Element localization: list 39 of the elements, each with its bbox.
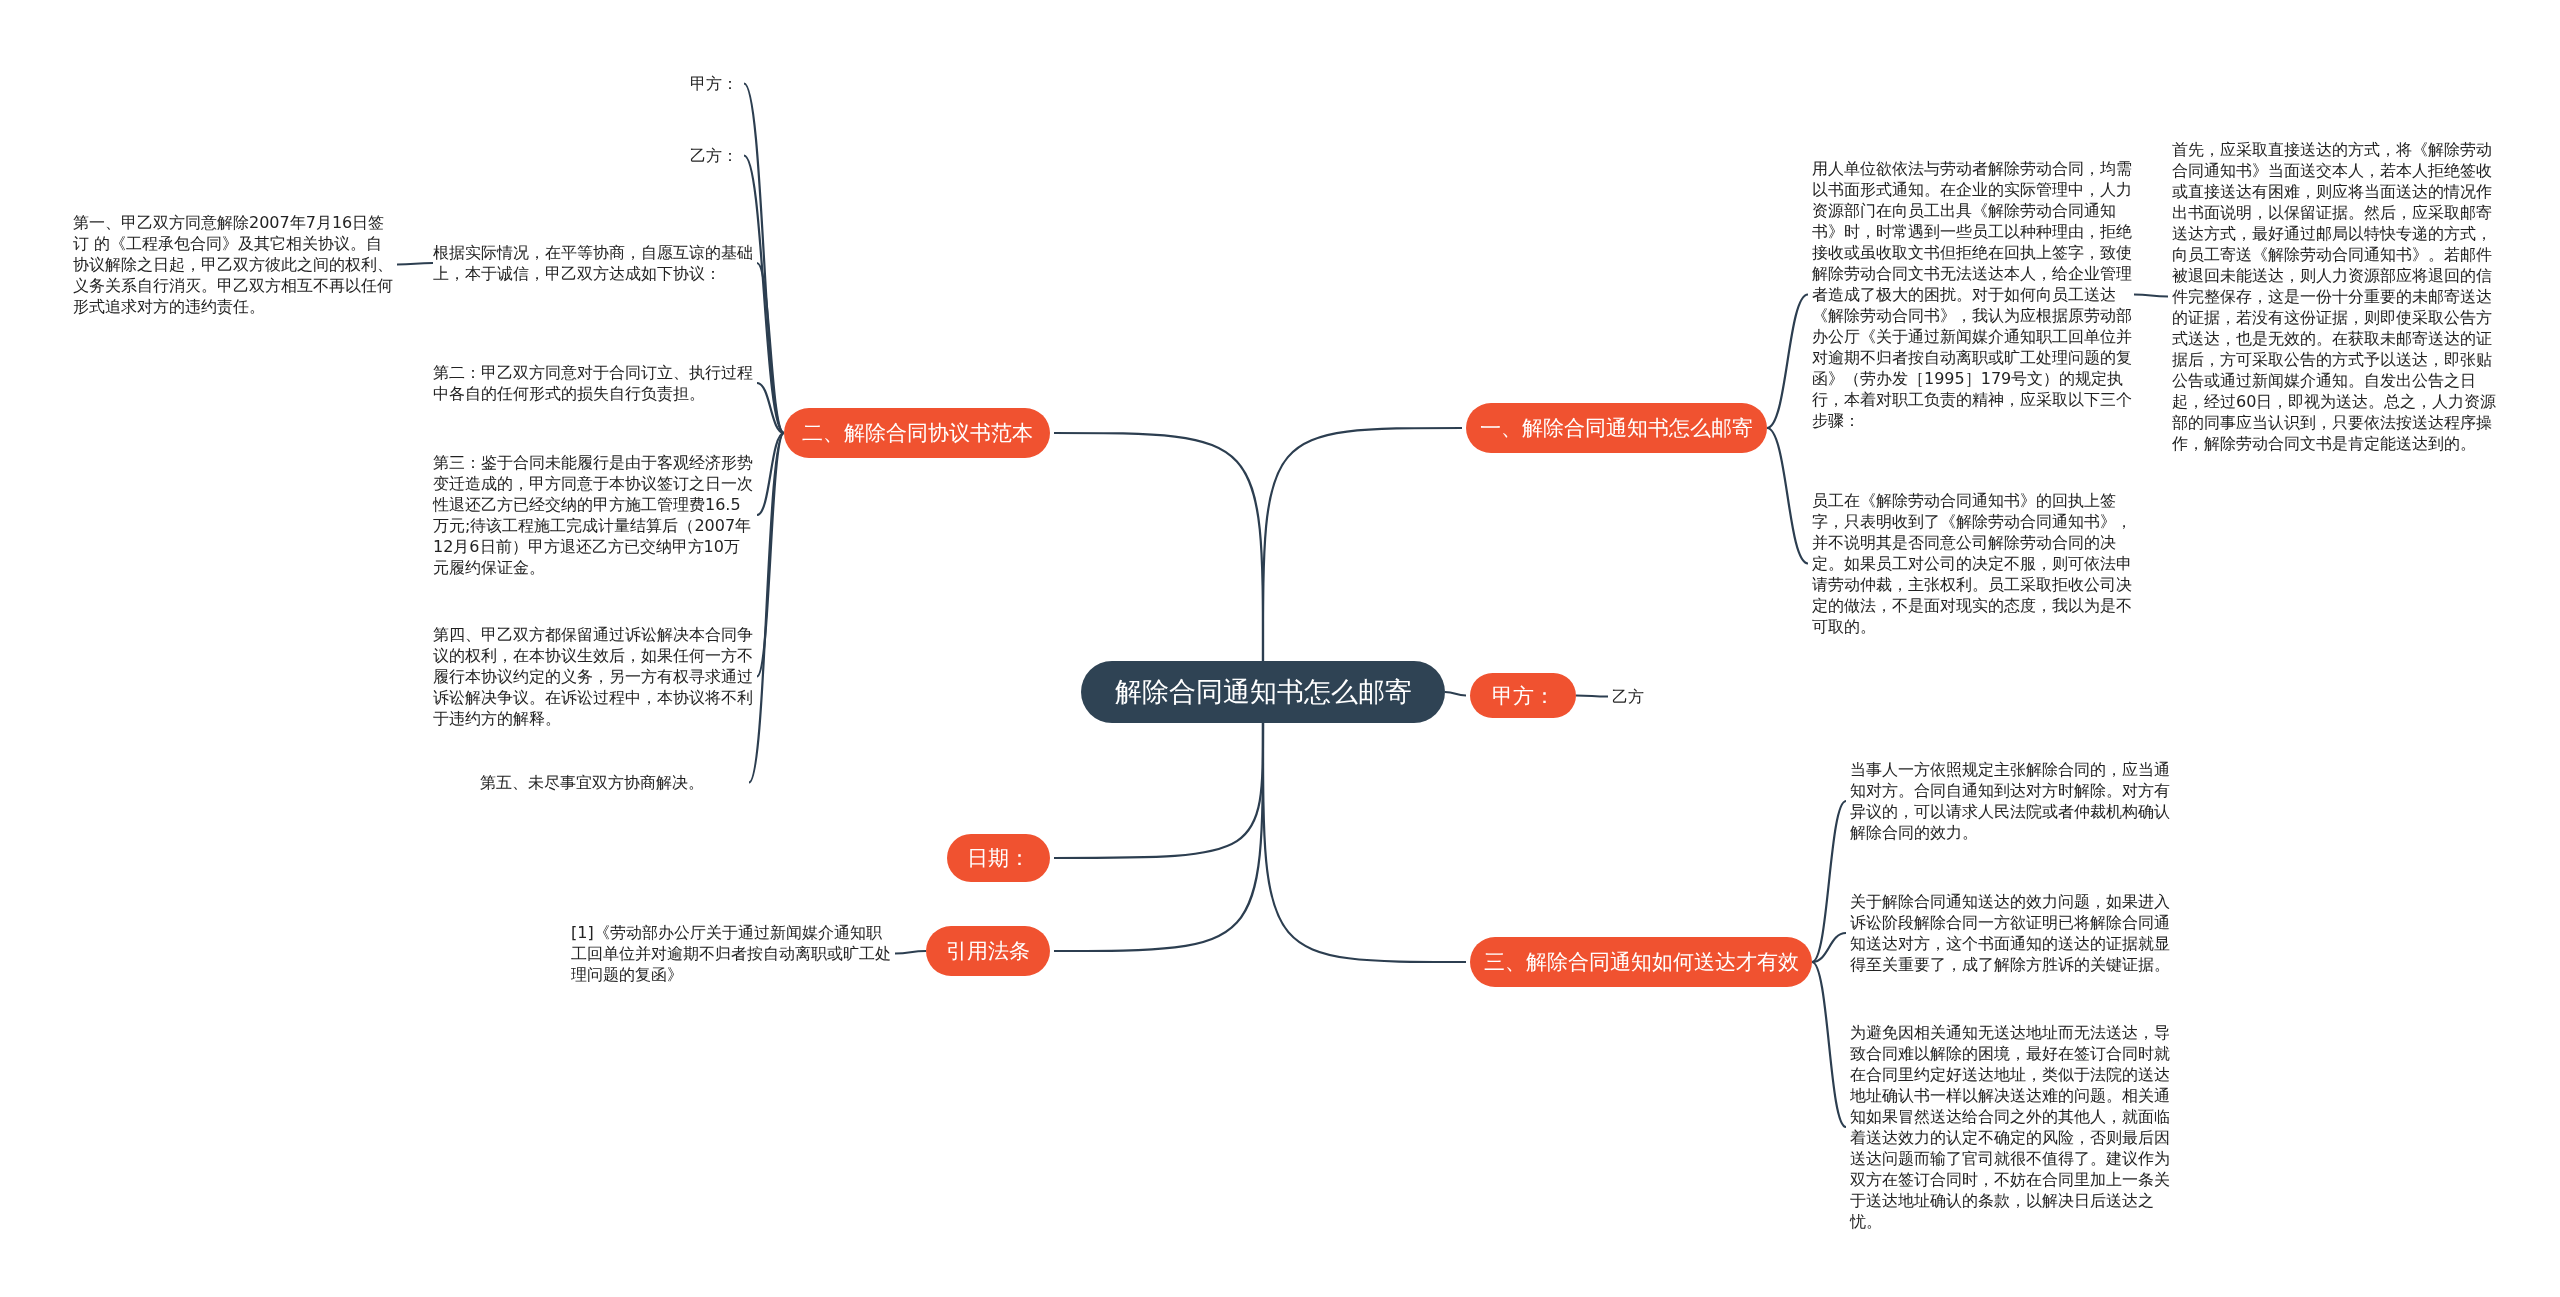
- note-text: 第三：鉴于合同未能履行是由于客观经济形势变迁造成的，甲方同意于本协议签订之日一次性退还乙方已经交纳的甲方施工管理费16.5万元;待该工程施工完成计量结算后（2007年12月6日前）甲方退还乙方已交纳甲方10万元履约保证金。: [433, 452, 753, 578]
- topic-pill: 甲方：: [1470, 673, 1576, 718]
- connector-line: [1054, 431, 1265, 661]
- connector-line: [397, 261, 433, 266]
- topic-pill: 引用法条: [926, 926, 1050, 976]
- connector-line: [1766, 293, 1809, 429]
- connector-line: [756, 262, 785, 434]
- topic-pill: 二、解除合同协议书范本: [784, 408, 1050, 458]
- note-text: [1]《劳动部办公厅关于通过新闻媒介通知职工回单位并对逾期不归者按自动离职或旷工处理问题的复函》: [571, 922, 891, 985]
- connector-line: [895, 949, 926, 955]
- note-text: 第五、未尽事宜双方协商解决。: [480, 772, 745, 793]
- connector-line: [1811, 961, 1847, 1128]
- note-text: 乙方: [1612, 686, 1662, 707]
- note-text: 为避免因相关通知无送达地址而无法送达，导致合同难以解除的困境，最好在签订合同时就在合同里约定好送达地址，类似于法院的送达地址确认书一样以解决送达难的问题。相关通知如果冒然送达给合同之外的其他人，就面临着送达效力的认定不确定的风险，否则最后因送达问题而输了官司就很不值得了。建议作为双方在签订合同时，不妨在合同里加上一条关于送达地址确认的条款，以解决日后送达之忧。: [1850, 1022, 2175, 1232]
- topic-pill: 日期：: [947, 834, 1050, 882]
- connector-line: [1766, 427, 1809, 565]
- connector-line: [1811, 931, 1847, 964]
- note-text: 员工在《解除劳动合同通知书》的回执上签字，只表明收到了《解除劳动合同通知书》，并不说明其是否同意公司解除劳动合同的决定。如果员工对公司的决定不服，则可依法申请劳动仲裁，主张权利。员工采取拒收公司决定的做法，不是面对现实的态度，我以为是不可取的。: [1812, 490, 2134, 637]
- note-text: 根据实际情况，在平等协商，自愿互谅的基础上，本于诚信，甲乙双方达成如下协议：: [433, 242, 753, 284]
- connector-line: [756, 381, 785, 435]
- note-text: 首先，应采取直接送达的方式，将《解除劳动合同通知书》当面送交本人，若本人拒绝签收或直接送达有困难，则应将当面送达的情况作出书面说明，以保留证据。然后，应采取邮寄送达方式，最好通过邮局以特快专递的方式，向员工寄送《解除劳动合同通知书》。若邮件被退回未能送达，则人力资源部应将退回的信件完整保存，这是一份十分重要的未邮寄送达的证据，若没有这份证据，则即使采取公告方式送达，也是无效的。在获取未邮寄送达的证据后，方可采取公告的方式予以送达，即张贴公告或通过新闻媒介通知。自发出公告之日起，经过60日，即视为送达。总之，人力资源部的同事应当认识到，只要依法按送达程序操作，解除劳动合同文书是肯定能送达到的。: [2172, 139, 2502, 454]
- connector-line: [756, 432, 785, 516]
- connector-line: [2134, 293, 2168, 298]
- note-text: 当事人一方依照规定主张解除合同的，应当通知对方。合同自通知到达对方时解除。对方有异议的，可以请求人民法院或者仲裁机构确认解除合同的效力。: [1850, 759, 2175, 843]
- note-text: 乙方：: [690, 145, 740, 166]
- connector-line: [1811, 800, 1847, 963]
- note-text: 用人单位欲依法与劳动者解除劳动合同，均需以书面形式通知。在企业的实际管理中，人力资源部门在向员工出具《解除劳动合同通知书》时，时常遇到一些员工以种种理由，拒绝接收或虽收取文书但拒绝在回执上签字，致使解除劳动合同文书无法送达本人，给企业管理者造成了极大的困扰。对于如何向员工送达《解除劳动合同书》，我认为应根据原劳动部办公厅《关于通过新闻媒介通知职工回单位并对逾期不归者按自动离职或旷工处理问题的复函》（劳办发［1995］179号文）的规定执行，本着对职工负责的精神，应采取以下三个步骤：: [1812, 158, 2134, 431]
- note-text: 关于解除合同通知送达的效力问题，如果进入诉讼阶段解除合同一方欲证明已将解除合同通知送达对方，这个书面通知的送达的证据就显得至关重要了，成了解除方胜诉的关键证据。: [1850, 891, 2175, 975]
- note-text: 第四、甲乙双方都保留通过诉讼解决本合同争议的权利，在本协议生效后，如果任何一方不履行本协议约定的义务，另一方有权寻求通过诉讼解决争议。在诉讼过程中，本协议将不利于违约方的解释。: [433, 624, 753, 729]
- connector-line: [1444, 690, 1467, 697]
- topic-pill: 三、解除合同通知如何送达才有效: [1470, 937, 1812, 987]
- note-text: 第一、甲乙双方同意解除2007年7月16日签订 的《工程承包合同》及其它相关协议。自协议解除之日起，甲乙双方彼此之间的权利、义务关系自行消灭。甲乙双方相互不再以任何形式追求对方的违约责任。: [73, 212, 393, 317]
- topic-pill: 一、解除合同通知书怎么邮寄: [1466, 403, 1767, 453]
- note-text: 第二：甲乙双方同意对于合同订立、执行过程中各自的任何形式的损失自行负责担。: [433, 362, 753, 404]
- connector-line: [1054, 723, 1265, 953]
- connector-line: [748, 432, 785, 784]
- connector-line: [1576, 694, 1608, 698]
- note-text: 甲方：: [690, 73, 740, 94]
- central-topic: 解除合同通知书怎么邮寄: [1081, 661, 1445, 723]
